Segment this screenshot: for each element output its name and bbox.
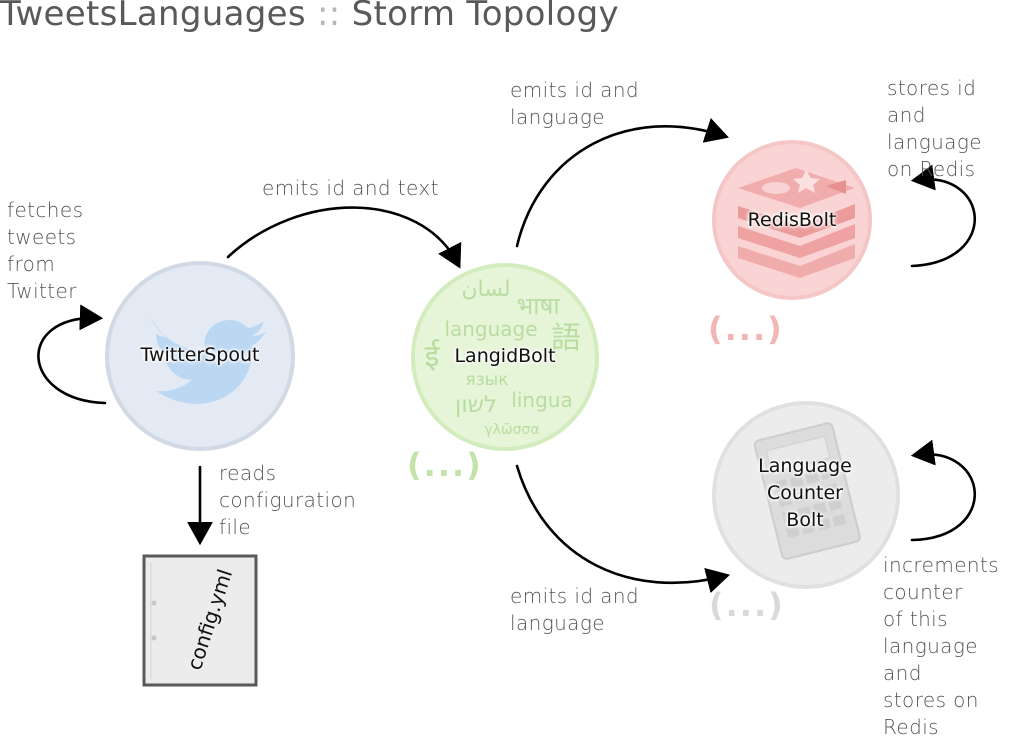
emits-language-bottom-annotation: emits id and language — [510, 584, 639, 635]
redis-logo-icon — [738, 168, 855, 278]
lang-word-1: भाषा — [516, 292, 560, 320]
node-twitter-spout — [105, 261, 295, 451]
fetches-annotation: fetches tweets from Twitter — [7, 198, 84, 303]
config-document: config.yml — [142, 554, 258, 687]
langid-label: LangidBolt — [454, 345, 556, 367]
spout-to-langid-arrow — [226, 206, 462, 269]
counter-label-line: Bolt — [786, 509, 824, 531]
fetches-loop-arrow — [37, 304, 107, 405]
node-langid-bolt: لسان भाषा language 語 ई язык לשון lingua … — [411, 263, 599, 451]
topology-diagram: لسان भाषा language 語 ई язык לשון lingua … — [37, 117, 977, 687]
counter-label-line: Language — [758, 455, 852, 477]
langid-to-redis-arrow — [515, 117, 729, 248]
lang-word-7: lingua — [511, 388, 572, 412]
page-title: TweetsLanguages :: Storm Topology — [0, 0, 619, 34]
increments-annotation: increments counter of this language and … — [883, 553, 1000, 739]
emits-text-annotation: emits id and text — [262, 176, 439, 200]
lang-word-8: γλῶσσα — [484, 422, 539, 438]
lang-word-3: 語 — [551, 321, 581, 356]
spout-label: TwitterSpout — [140, 344, 260, 366]
twitter-bird-icon — [150, 318, 266, 404]
langid-circle — [411, 263, 599, 451]
counter-label-line: Counter — [767, 482, 843, 504]
connectors — [37, 117, 977, 594]
counter-label: Language Counter Bolt — [715, 453, 895, 534]
title-app: TweetsLanguages — [0, 0, 306, 34]
reads-annotation: reads configuration file — [219, 461, 357, 539]
counter-parallelism-ellipsis: (...) — [709, 586, 785, 624]
lang-word-2: language — [444, 317, 537, 341]
calculator-icon — [753, 422, 861, 560]
lang-word-6: לשון — [455, 392, 497, 418]
stores-annotation: stores id and language on Redis — [887, 76, 982, 181]
document-icon — [142, 554, 258, 687]
langid-parallelism-ellipsis: (...) — [407, 446, 483, 484]
redis-parallelism-ellipsis: (...) — [708, 310, 784, 348]
counter-loop-arrow — [910, 439, 976, 542]
emits-language-top-annotation: emits id and language — [510, 78, 639, 129]
redis-loop-arrow — [910, 164, 977, 268]
redis-label: RedisBolt — [747, 209, 837, 231]
langid-to-counter-arrow — [515, 464, 731, 594]
binder-hole-icon — [151, 600, 157, 606]
node-redis-bolt — [712, 140, 872, 300]
lang-word-0: لسان — [461, 277, 510, 302]
binder-hole-icon — [151, 635, 157, 641]
language-words-cloud: لسان भाषा language 語 ई язык לשון lingua … — [425, 277, 581, 438]
title-separator: :: — [316, 0, 341, 34]
title-subtitle: Storm Topology — [351, 0, 619, 34]
node-language-counter-bolt — [712, 401, 900, 589]
lang-word-4: ई — [425, 339, 441, 374]
lang-word-5: язык — [466, 370, 509, 390]
